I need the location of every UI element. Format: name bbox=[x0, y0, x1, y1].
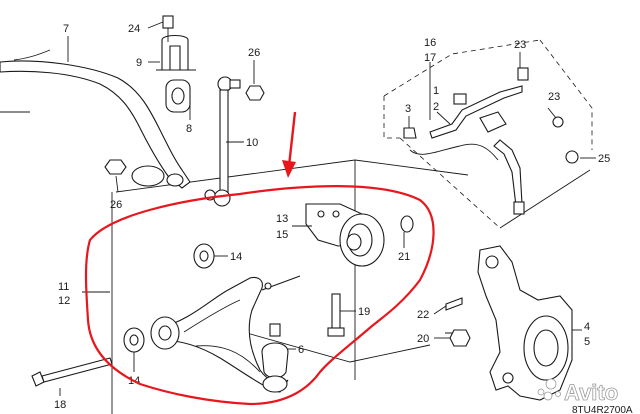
callout-26-left: 26 bbox=[110, 199, 122, 211]
nut-parts bbox=[104, 85, 265, 175]
callout-2: 2 bbox=[433, 101, 439, 113]
ball-joint bbox=[261, 323, 289, 393]
callout-26-top: 26 bbox=[248, 47, 260, 59]
callout-6: 6 bbox=[298, 344, 304, 356]
callout-15: 15 bbox=[276, 229, 288, 241]
highlight-annotation bbox=[84, 111, 435, 406]
callout-9: 9 bbox=[136, 57, 142, 69]
callout-12: 12 bbox=[58, 295, 70, 307]
callout-19: 19 bbox=[358, 306, 370, 318]
callout-22: 22 bbox=[417, 309, 429, 321]
callout-3: 3 bbox=[405, 103, 411, 115]
callout-24: 24 bbox=[128, 23, 140, 35]
bushing-parts bbox=[123, 243, 215, 353]
callout-8: 8 bbox=[186, 123, 192, 135]
bolt-parts bbox=[31, 293, 345, 387]
stabilizer-link bbox=[204, 76, 241, 207]
callout-18: 18 bbox=[54, 399, 66, 411]
frame-guides bbox=[0, 39, 593, 414]
callout-labels: 24 7 9 26 8 10 26 16 17 23 3 1 2 23 25 1… bbox=[54, 23, 633, 414]
leader-lines bbox=[59, 21, 596, 396]
callout-10: 10 bbox=[246, 137, 258, 149]
wheel-speed-sensor bbox=[403, 67, 579, 215]
stabilizer-bar bbox=[0, 49, 191, 189]
callout-17: 17 bbox=[424, 52, 436, 64]
callout-20: 20 bbox=[417, 333, 429, 345]
callout-1: 1 bbox=[433, 85, 439, 97]
callout-25: 25 bbox=[598, 153, 610, 165]
callout-11: 11 bbox=[58, 281, 69, 293]
callout-5: 5 bbox=[584, 336, 590, 348]
steering-knuckle bbox=[445, 245, 573, 401]
callout-16: 16 bbox=[424, 37, 436, 49]
diagram-code: 8TU4R2700A bbox=[572, 405, 633, 414]
stabilizer-bushing-holder bbox=[156, 15, 196, 113]
callout-14-upper: 14 bbox=[230, 251, 242, 263]
lower-control-arm bbox=[150, 275, 301, 393]
callout-4: 4 bbox=[584, 321, 590, 333]
highlight-outline bbox=[84, 185, 435, 406]
callout-23-top: 23 bbox=[514, 39, 526, 51]
watermark-text: Avito bbox=[564, 380, 618, 405]
arrow-down-icon bbox=[282, 111, 297, 178]
callout-7: 7 bbox=[63, 23, 69, 35]
callout-21: 21 bbox=[398, 251, 410, 263]
callout-23-right: 23 bbox=[548, 91, 560, 103]
callout-13: 13 bbox=[276, 213, 288, 225]
compliance-bushing-bracket bbox=[305, 203, 414, 267]
avito-watermark: Avito bbox=[537, 378, 619, 405]
